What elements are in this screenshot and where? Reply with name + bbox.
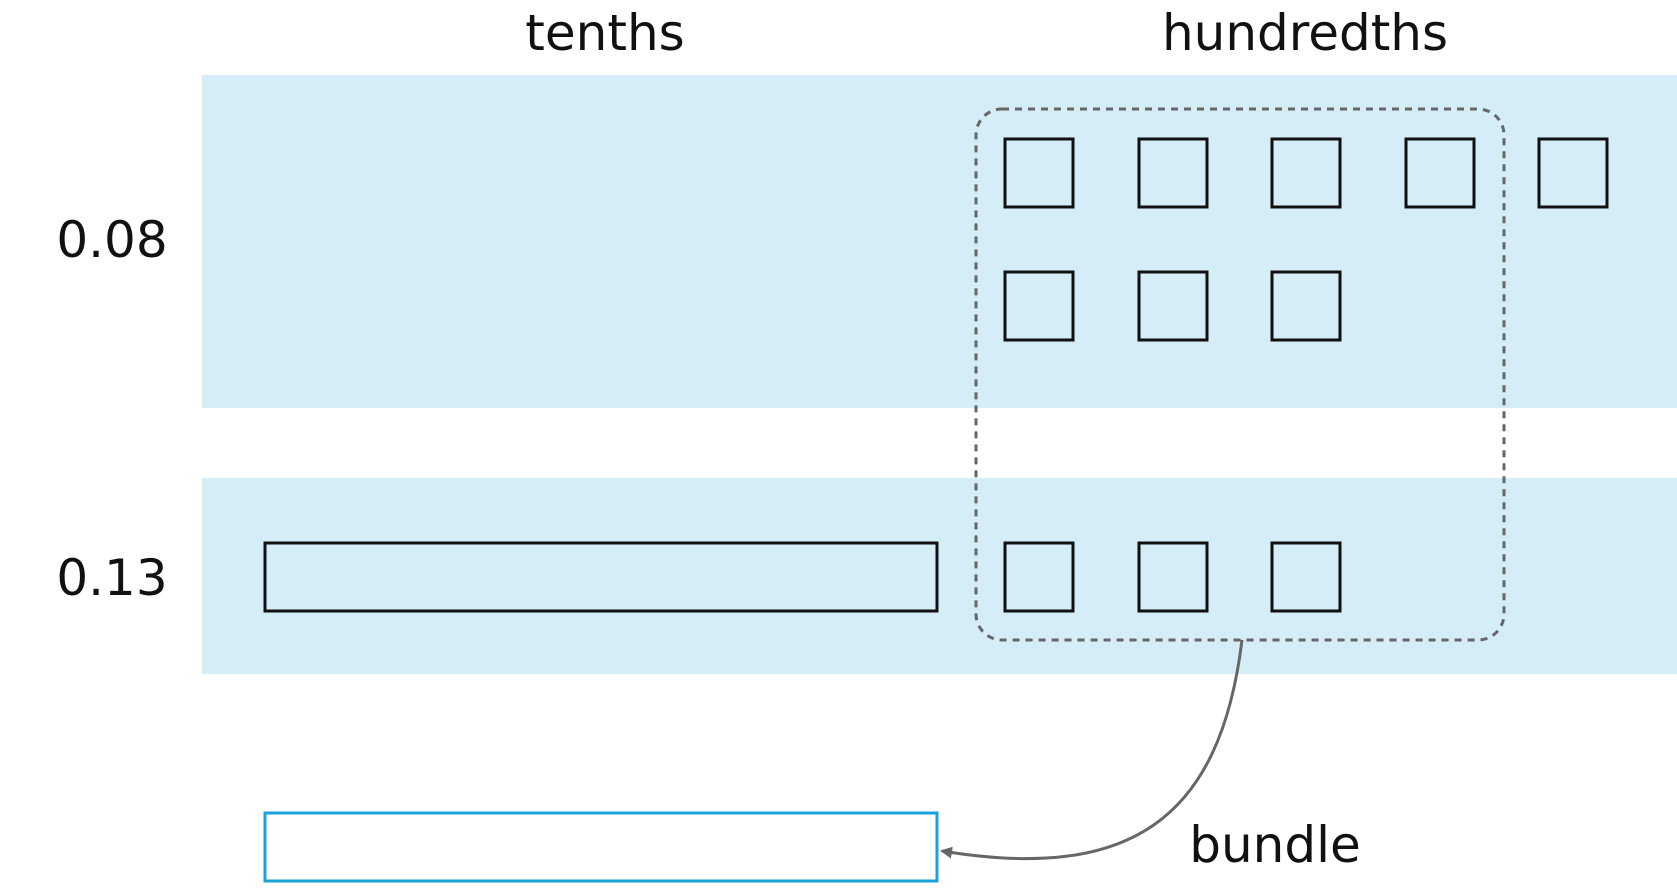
hundredth-square: [1003, 137, 1075, 209]
hundredth-square: [1137, 541, 1209, 613]
bundle-group-outline: [974, 107, 1506, 642]
hundredth-square: [1003, 541, 1075, 613]
hundredth-square: [1270, 270, 1342, 342]
hundredths-header: hundredths: [1162, 4, 1448, 62]
hundredth-square: [1537, 137, 1609, 209]
bundle-arrow: [940, 639, 1244, 861]
hundredth-square: [1137, 270, 1209, 342]
row-band-0-08: [202, 75, 1677, 408]
row-band-0-13: [202, 478, 1677, 674]
row-label-0-08: 0.08: [56, 211, 167, 269]
tenth-bar: [263, 541, 939, 613]
row-label-0-13: 0.13: [56, 549, 167, 607]
bundled-tenth-bar: [263, 811, 939, 883]
bundle-label: bundle: [1189, 816, 1361, 874]
hundredth-square: [1270, 541, 1342, 613]
hundredth-square: [1404, 137, 1476, 209]
hundredth-square: [1003, 270, 1075, 342]
hundredth-square: [1137, 137, 1209, 209]
hundredth-square: [1270, 137, 1342, 209]
tenths-header: tenths: [525, 4, 684, 62]
